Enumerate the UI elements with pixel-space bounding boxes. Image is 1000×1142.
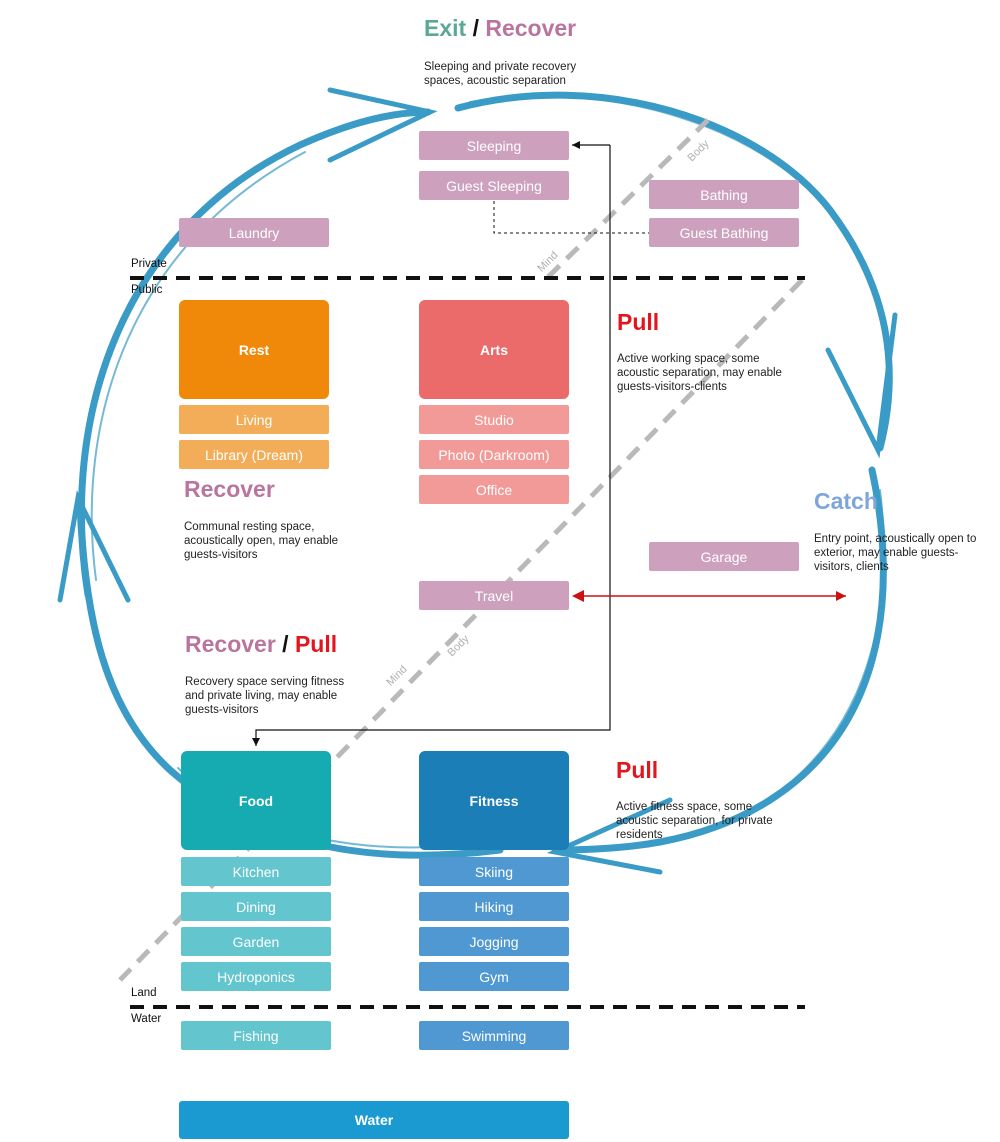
heading-catch: Catch [814, 488, 878, 514]
room-kitchen[interactable]: Kitchen [181, 857, 331, 886]
heading-exit: Exit [424, 15, 467, 41]
zone-label-public: Public [131, 284, 163, 296]
heading-recover-pull-a: Recover [185, 631, 276, 657]
desc-catch: Entry point, acoustically open to exteri… [814, 533, 977, 573]
heading-pull-top: Pull [617, 309, 660, 335]
room-food[interactable]: Food [181, 751, 331, 850]
room-photo[interactable]: Photo (Darkroom) [419, 440, 569, 469]
room-guest-bathing[interactable]: Guest Bathing [649, 218, 799, 247]
sleeping-food-connector [252, 145, 611, 746]
room-jogging[interactable]: Jogging [419, 927, 569, 956]
travel-arrowhead-left [572, 590, 584, 602]
cycle-arc-bottom-left [76, 501, 504, 859]
desc-pull-bottom: Active fitness space, some acoustic sepa… [616, 801, 773, 841]
room-skiing[interactable]: Skiing [419, 857, 569, 886]
heading-recover-pull-b: Pull [294, 631, 338, 657]
cycle-arrowhead-top [327, 87, 438, 163]
heading-recover-pull-slash: / [282, 631, 289, 657]
cycle-arrowhead-right [825, 312, 898, 459]
desc-exit-recover: Sleeping and private recovery spaces, ac… [424, 61, 577, 87]
zone-label-water: Water [131, 1013, 162, 1025]
room-studio[interactable]: Studio [419, 405, 569, 434]
room-gym[interactable]: Gym [419, 962, 569, 991]
room-travel[interactable]: Travel [419, 581, 569, 610]
cycle-arrowhead-bottom [546, 797, 673, 875]
heading-recover: Recover [485, 15, 577, 41]
room-water[interactable]: Water [179, 1101, 569, 1139]
room-office[interactable]: Office [419, 475, 569, 504]
room-rest[interactable]: Rest [179, 300, 329, 399]
zone-label-land: Land [131, 987, 157, 999]
cycle-arc-right-bottom [551, 466, 887, 854]
heading-exit-recover: Exit / Recover [424, 15, 576, 42]
room-arts[interactable]: Arts [419, 300, 569, 399]
desc-pull-top: Active working space, some acoustic sepa… [617, 353, 782, 393]
room-sleeping[interactable]: Sleeping [419, 131, 569, 160]
room-laundry[interactable]: Laundry [179, 218, 329, 247]
heading-pull-bottom: Pull [616, 757, 659, 783]
room-fishing[interactable]: Fishing [181, 1021, 331, 1050]
zone-label-private: Private [131, 258, 167, 270]
desc-recover-left: Communal resting space, acoustically ope… [184, 521, 339, 561]
room-bathing[interactable]: Bathing [649, 180, 799, 209]
room-hiking[interactable]: Hiking [419, 892, 569, 921]
room-guest-sleeping[interactable]: Guest Sleeping [419, 171, 569, 200]
room-swimming[interactable]: Swimming [419, 1021, 569, 1050]
cycle-arc-left-top [77, 108, 432, 599]
room-library[interactable]: Library (Dream) [179, 440, 329, 469]
zone-separators [130, 276, 805, 1009]
room-fitness[interactable]: Fitness [419, 751, 569, 850]
room-living[interactable]: Living [179, 405, 329, 434]
room-garden[interactable]: Garden [181, 927, 331, 956]
room-garage[interactable]: Garage [649, 542, 799, 571]
desc-recover-pull: Recovery space serving fitness and priva… [185, 676, 345, 716]
heading-slash: / [472, 15, 479, 41]
cycle-arrowhead-left [57, 490, 131, 603]
room-hydroponics[interactable]: Hydroponics [181, 962, 331, 991]
guest-connector [493, 201, 650, 234]
room-dining[interactable]: Dining [181, 892, 331, 921]
heading-recover-left: Recover [184, 476, 275, 502]
heading-recover-pull: Recover / Pull [185, 631, 337, 658]
diagonal-upper [543, 118, 710, 282]
